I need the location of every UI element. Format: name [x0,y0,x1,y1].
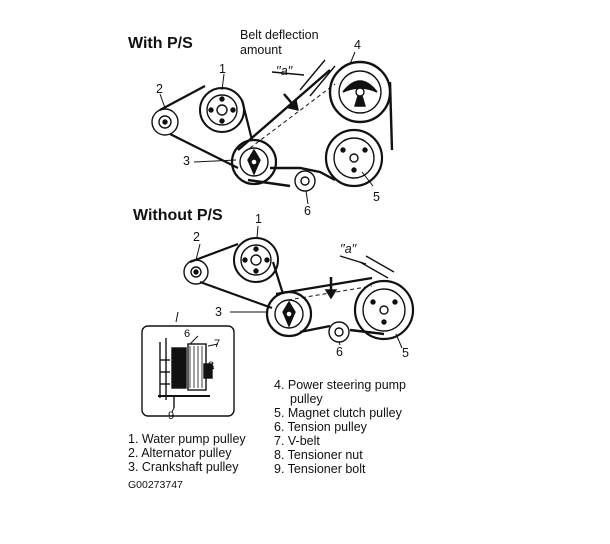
legend-item-alternator: 2. Alternator pulley [128,446,232,460]
legend-item-power-steering: 4. Power steering pump [274,378,407,392]
top-leader-lines [159,51,374,205]
bottom-callout-1: 1 [255,212,262,226]
bottom-callout-5: 5 [402,346,409,360]
legend-item-magnet-clutch: 5. Magnet clutch pulley [274,406,402,420]
top-alternator-pulley [151,108,179,136]
legend-right: 4. Power steering pump pulley 5. Magnet … [274,378,406,476]
bottom-tension-pulley [328,321,350,343]
bottom-callout-2: 2 [193,230,200,244]
belt-deflection-note-line1: Belt deflection [240,28,319,42]
top-callout-1: 1 [219,62,226,76]
figure-code: G00273747 [128,479,183,491]
inset-callout-8: 8 [208,360,215,372]
bottom-water-pump-pulley [233,237,279,283]
with-ps-title: With P/S [128,35,193,52]
top-magnet-clutch-pulley [324,128,384,188]
top-callout-4: 4 [354,38,361,52]
legend-item-crankshaft: 3. Crankshaft pulley [128,460,239,474]
top-crankshaft-pulley [230,138,278,186]
inset-callout-7: 7 [214,338,221,350]
top-water-pump-pulley [199,87,245,133]
legend-item-v-belt: 7. V-belt [274,434,320,448]
legend-item-water-pump: 1. Water pump pulley [128,432,246,446]
top-callout-2: 2 [156,82,163,96]
belt-deflection-note-line2: amount [240,43,282,57]
bottom-magnet-clutch-pulley [353,279,415,341]
top-callout-3: 3 [183,154,190,168]
bottom-callout-3: 3 [215,305,222,319]
legend-left: 1. Water pump pulley 2. Alternator pulle… [128,432,246,474]
bottom-deflection-a-label: ′′a′′ [340,242,357,256]
inset-callout-9: 9 [168,410,175,422]
bottom-leader-lines [175,225,403,349]
tensioner-inset [141,325,235,417]
top-callout-5: 5 [373,190,380,204]
legend-item-tensioner-nut: 8. Tensioner nut [274,448,363,462]
top-callout-6: 6 [304,204,311,218]
without-ps-title: Without P/S [133,207,223,224]
legend-item-tension-pulley: 6. Tension pulley [274,420,367,434]
top-power-steering-pulley [328,60,392,124]
legend-item-power-steering-cont: pulley [290,392,323,406]
top-tension-pulley [294,170,316,192]
top-deflection-a-label: ′′a′′ [276,64,293,78]
bottom-callout-6: 6 [336,345,343,359]
bottom-crankshaft-pulley [265,290,313,338]
bottom-alternator-pulley [183,259,209,285]
inset-callout-6: 6 [184,328,191,340]
legend-item-tensioner-bolt: 9. Tensioner bolt [274,462,366,476]
